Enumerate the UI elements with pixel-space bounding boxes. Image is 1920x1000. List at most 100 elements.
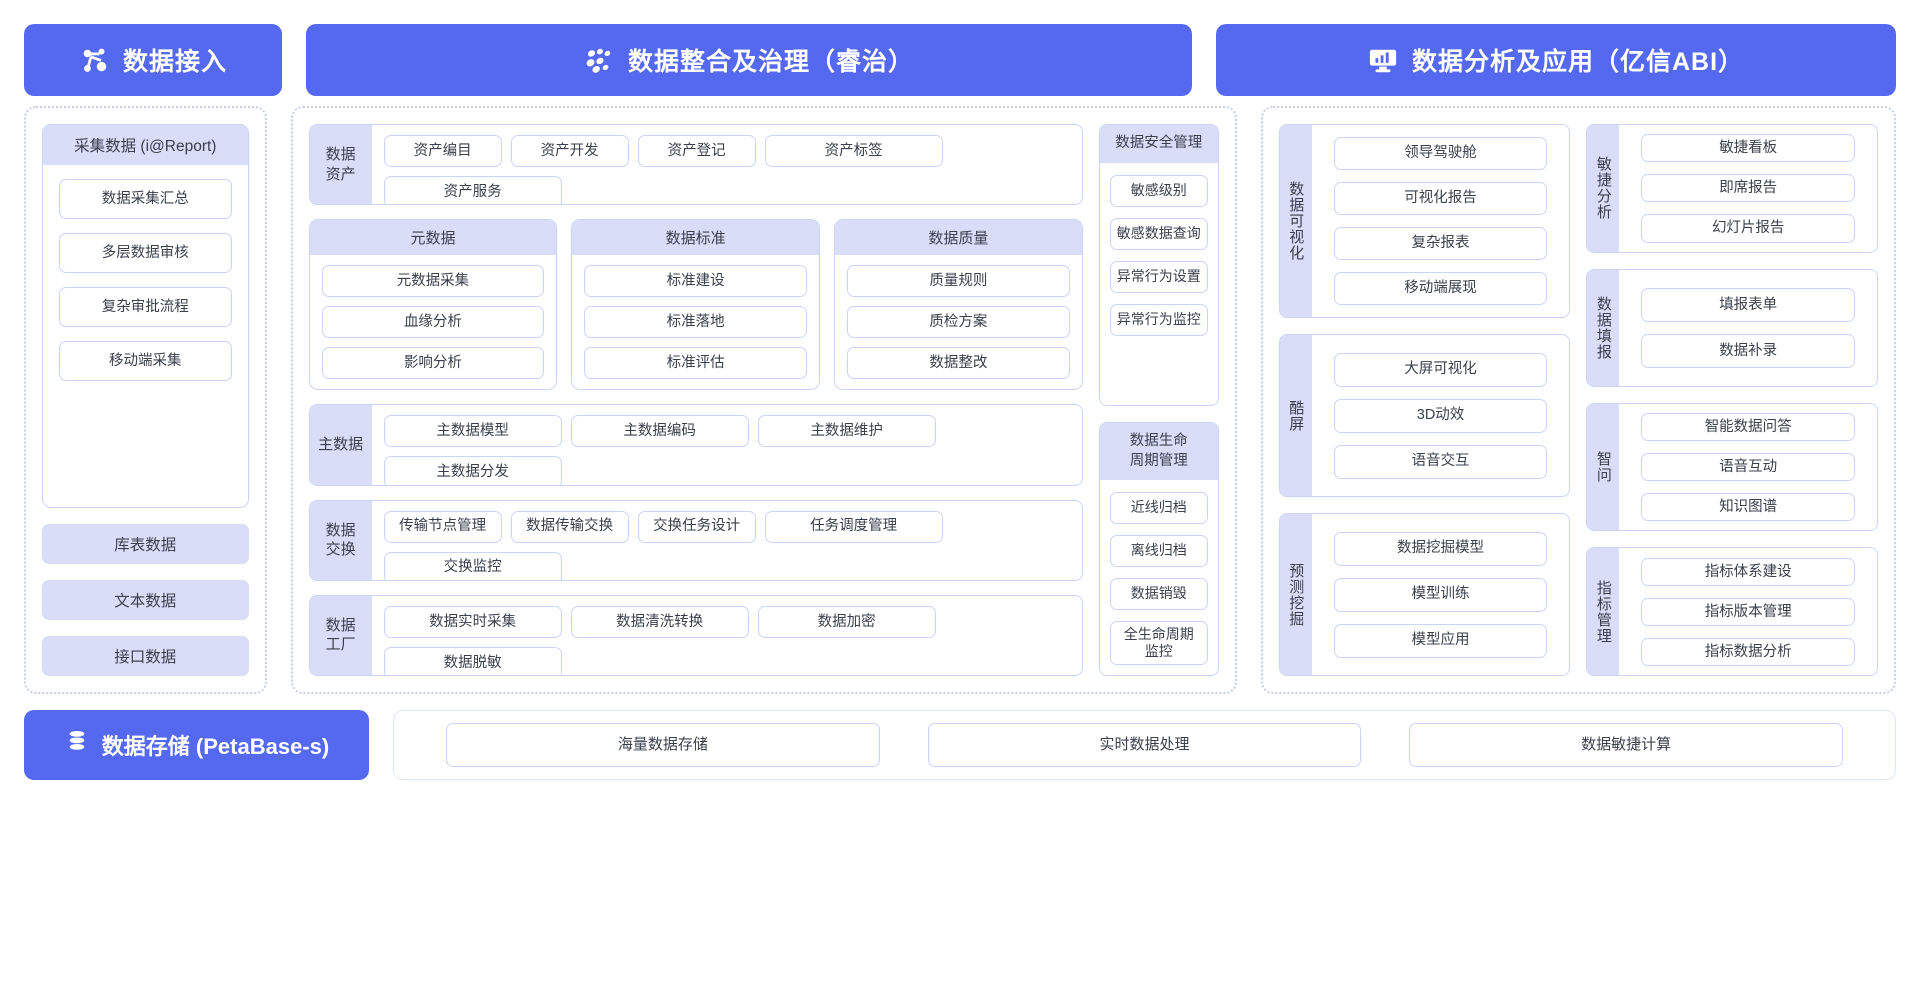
- access-source-bands: 库表数据 文本数据 接口数据: [42, 524, 249, 676]
- chip-cool-0[interactable]: 大屏可视化: [1333, 352, 1548, 387]
- group-metric-management-label: 指标管理: [1587, 548, 1620, 676]
- chip-exchange-0[interactable]: 传输节点管理: [383, 510, 502, 543]
- chip-lifecycle-0[interactable]: 近线归档: [1109, 492, 1208, 525]
- chip-asset-0[interactable]: 资产编目: [383, 135, 502, 167]
- panel-data-lifecycle-items: 近线归档 离线归档 数据销毁 全生命周期 监控: [1100, 480, 1218, 675]
- chip-collect-0[interactable]: 数据采集汇总: [59, 179, 232, 219]
- chip-metadata-2[interactable]: 影响分析: [321, 347, 545, 380]
- chip-factory-0[interactable]: 数据实时采集: [383, 605, 562, 638]
- panel-data-standard-items: 标准建设 标准落地 标准评估: [572, 255, 819, 389]
- chip-lifecycle-1[interactable]: 离线归档: [1109, 535, 1208, 568]
- group-agile-analysis-label: 敏捷分析: [1587, 125, 1620, 252]
- chip-security-0[interactable]: 敏感级别: [1109, 174, 1208, 207]
- chip-qa-0[interactable]: 智能数据问答: [1641, 412, 1856, 441]
- chip-standard-0[interactable]: 标准建设: [584, 265, 807, 298]
- chip-report-0[interactable]: 填报表单: [1641, 287, 1856, 322]
- panel-metadata: 元数据 元数据采集 血缘分析 影响分析: [308, 219, 558, 391]
- chip-exchange-2[interactable]: 交换任务设计: [637, 510, 756, 543]
- column-data-access: 采集数据 (i@Report) 数据采集汇总 多层数据审核 复杂审批流程 移动端…: [24, 106, 267, 694]
- chip-metadata-1[interactable]: 血缘分析: [321, 306, 545, 339]
- group-smart-qa-label: 智问: [1587, 403, 1620, 531]
- chip-factory-3[interactable]: 数据脱敏: [383, 646, 562, 675]
- panel-data-quality-items: 质量规则 质检方案 数据整改: [835, 255, 1082, 389]
- chip-mining-2[interactable]: 模型应用: [1333, 623, 1548, 658]
- chip-security-3[interactable]: 异常行为监控: [1109, 303, 1208, 336]
- chip-security-2[interactable]: 异常行为设置: [1109, 260, 1208, 293]
- panel-data-lifecycle: 数据生命 周期管理 近线归档 离线归档 数据销毁 全生命周期 监控: [1098, 422, 1219, 676]
- group-metric-management-items: 指标体系建设 指标版本管理 指标数据分析: [1619, 548, 1877, 675]
- chip-factory-1[interactable]: 数据清洗转换: [570, 605, 749, 638]
- chip-asset-4[interactable]: 资产服务: [383, 176, 562, 205]
- chip-collect-1[interactable]: 多层数据审核: [59, 233, 232, 273]
- group-data-asset-items: 资产编目 资产开发 资产登记 资产标签 资产服务: [372, 125, 1082, 205]
- band-interface-data[interactable]: 接口数据: [42, 636, 249, 676]
- chip-lifecycle-2[interactable]: 数据销毁: [1109, 578, 1208, 611]
- chip-master-2[interactable]: 主数据维护: [757, 415, 936, 448]
- chip-qa-1[interactable]: 语音互动: [1641, 452, 1856, 482]
- header-data-analysis[interactable]: 数据分析及应用（亿信ABI）: [1216, 24, 1896, 96]
- chip-exchange-4[interactable]: 交换监控: [383, 551, 562, 580]
- panel-collect-data-items: 数据采集汇总 多层数据审核 复杂审批流程 移动端采集: [43, 165, 248, 507]
- panel-data-security-items: 敏感级别 敏感数据查询 异常行为设置 异常行为监控: [1100, 163, 1218, 405]
- data-dots-icon: [584, 45, 614, 75]
- chip-storage-1[interactable]: 实时数据处理: [927, 723, 1362, 767]
- chip-quality-2[interactable]: 数据整改: [847, 347, 1070, 380]
- governance-side: 数据安全管理 敏感级别 敏感数据查询 异常行为设置 异常行为监控 数据生命 周期…: [1098, 124, 1219, 676]
- header-data-access[interactable]: 数据接入: [24, 24, 282, 96]
- band-table-data[interactable]: 库表数据: [42, 524, 249, 564]
- group-data-asset-label: 数据 资产: [309, 125, 372, 205]
- chip-collect-2[interactable]: 复杂审批流程: [59, 287, 232, 327]
- panel-data-quality-title: 数据质量: [835, 220, 1082, 256]
- chip-factory-2[interactable]: 数据加密: [757, 605, 936, 638]
- group-master-data-label: 主数据: [309, 405, 372, 485]
- chip-collect-3[interactable]: 移动端采集: [59, 341, 232, 381]
- chip-standard-2[interactable]: 标准评估: [584, 347, 807, 380]
- group-data-visualization: 数据可视化 领导驾驶舱 可视化报告 复杂报表 移动端展现: [1278, 124, 1571, 318]
- chip-asset-3[interactable]: 资产标签: [764, 135, 943, 167]
- chip-quality-0[interactable]: 质量规则: [847, 265, 1070, 298]
- chip-mining-0[interactable]: 数据挖掘模型: [1333, 531, 1548, 566]
- chip-agile-1[interactable]: 即席报告: [1641, 174, 1856, 203]
- chip-cool-1[interactable]: 3D动效: [1333, 398, 1548, 433]
- chip-storage-0[interactable]: 海量数据存储: [446, 723, 880, 767]
- chip-viz-1[interactable]: 可视化报告: [1333, 182, 1548, 215]
- panel-metadata-items: 元数据采集 血缘分析 影响分析: [310, 255, 557, 389]
- chip-lifecycle-3[interactable]: 全生命周期 监控: [1109, 621, 1208, 666]
- chip-viz-0[interactable]: 领导驾驶舱: [1333, 137, 1548, 170]
- chip-report-1[interactable]: 数据补录: [1641, 333, 1856, 368]
- chip-master-1[interactable]: 主数据编码: [570, 415, 749, 448]
- chip-exchange-3[interactable]: 任务调度管理: [764, 510, 943, 543]
- monitor-chart-icon: [1368, 45, 1398, 75]
- group-agile-analysis: 敏捷分析 敏捷看板 即席报告 幻灯片报告: [1586, 124, 1879, 253]
- chip-metric-1[interactable]: 指标版本管理: [1641, 597, 1856, 626]
- group-data-exchange: 数据 交换 传输节点管理 数据传输交换 交换任务设计 任务调度管理 交换监控: [308, 499, 1083, 581]
- chip-quality-1[interactable]: 质检方案: [847, 306, 1070, 339]
- chip-metadata-0[interactable]: 元数据采集: [321, 265, 545, 298]
- chip-storage-2[interactable]: 数据敏捷计算: [1409, 723, 1844, 767]
- chip-mining-1[interactable]: 模型训练: [1333, 577, 1548, 612]
- chip-agile-2[interactable]: 幻灯片报告: [1641, 214, 1856, 243]
- group-predictive-mining: 预测挖掘 数据挖掘模型 模型训练 模型应用: [1278, 513, 1571, 676]
- band-text-data[interactable]: 文本数据: [42, 580, 249, 620]
- group-tri-panels: 元数据 元数据采集 血缘分析 影响分析 数据标准 标准建设 标准落地 标准评估: [308, 219, 1083, 391]
- chip-asset-2[interactable]: 资产登记: [637, 135, 756, 167]
- chip-exchange-1[interactable]: 数据传输交换: [510, 510, 629, 543]
- chip-qa-2[interactable]: 知识图谱: [1641, 493, 1856, 522]
- chip-viz-3[interactable]: 移动端展现: [1333, 272, 1548, 305]
- chip-standard-1[interactable]: 标准落地: [584, 306, 807, 339]
- chip-metric-0[interactable]: 指标体系建设: [1641, 557, 1856, 586]
- storage-badge[interactable]: 数据存储 (PetaBase-s): [24, 710, 369, 780]
- panel-data-standard: 数据标准 标准建设 标准落地 标准评估: [571, 219, 820, 391]
- group-data-visualization-label: 数据可视化: [1279, 125, 1312, 317]
- chip-cool-2[interactable]: 语音交互: [1333, 444, 1548, 479]
- header-data-governance[interactable]: 数据整合及治理（睿治）: [306, 24, 1192, 96]
- chip-viz-2[interactable]: 复杂报表: [1333, 227, 1548, 260]
- chip-master-3[interactable]: 主数据分发: [383, 456, 562, 485]
- chip-security-1[interactable]: 敏感数据查询: [1109, 217, 1208, 250]
- chip-metric-2[interactable]: 指标数据分析: [1641, 637, 1856, 666]
- chip-agile-0[interactable]: 敏捷看板: [1641, 134, 1856, 163]
- chip-asset-1[interactable]: 资产开发: [510, 135, 629, 167]
- panel-data-standard-title: 数据标准: [572, 220, 819, 256]
- group-master-data: 主数据 主数据模型 主数据编码 主数据维护 主数据分发: [308, 404, 1083, 486]
- chip-master-0[interactable]: 主数据模型: [383, 415, 562, 448]
